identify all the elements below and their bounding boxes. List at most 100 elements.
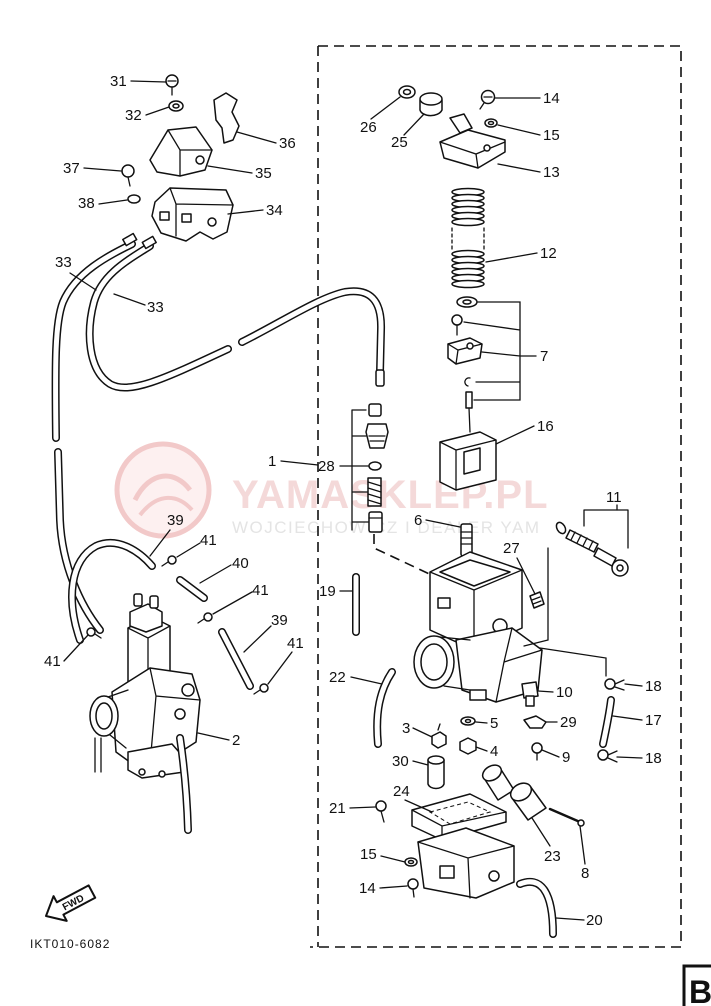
callout-label: 17 [645,712,662,729]
callout-label: 16 [537,418,554,435]
callout-label: 19 [319,583,336,600]
callout-38: 38 [78,195,128,212]
carburetor-body [413,547,607,703]
hose-clip-18 [597,749,618,763]
section-tab-label: B [689,974,711,1006]
watermark-logo [114,441,212,539]
callout-25: 25 [391,113,425,151]
callout-label: 15 [543,127,560,144]
callout-10: 10 [537,684,573,701]
callout-label: 35 [255,165,272,182]
idle-screw-set-11 [555,509,629,577]
callout-6: 6 [414,512,461,529]
hose-39-lower [222,632,250,686]
drawing-code: IKT010-6082 [30,937,110,951]
callout-16: 16 [495,418,554,445]
bolt-31 [165,74,179,96]
callout-label: 29 [560,714,577,731]
carburetor-assembly-2 [89,593,201,830]
callout-29: 29 [545,714,577,731]
callout-label: 25 [391,134,408,151]
callout-13: 13 [497,163,560,181]
callout-label: 3 [402,720,410,737]
callout-37: 37 [63,160,122,177]
float-23 [481,764,547,821]
callout-label: 12 [540,245,557,262]
washer-38 [127,194,141,204]
callout-34: 34 [227,202,283,219]
callout-11: 11 [606,489,622,511]
watermark: YAMASKLEP.PL WOJCIECHOWICZ I DEALER YAM [114,441,548,539]
callout-label: 28 [318,458,335,475]
callout-label: 41 [44,653,61,670]
callout-label: 7 [540,348,548,365]
callout-label: 41 [200,532,217,549]
hose-clip-41 [86,627,102,639]
callout-label: 10 [556,684,573,701]
float-bowl [417,827,515,899]
washer-15 [404,857,418,867]
cap-30 [427,755,445,790]
callout-label: 18 [645,678,662,695]
callout-label: 2 [232,732,240,749]
clip-36 [213,92,240,144]
washer-26 [398,85,416,99]
callout-label: 36 [279,135,296,152]
callout-14: 14 [494,90,560,107]
cable-end-fittings [122,232,157,250]
callout-8: 8 [579,825,589,882]
callout-label: 13 [543,164,560,181]
fwd-arrow-icon: FWD [45,884,97,922]
hose-clip-41 [197,612,213,624]
callout-label: 18 [645,750,662,767]
callout-40: 40 [199,555,249,584]
callout-5: 5 [475,715,498,732]
callout-label: 27 [503,540,520,557]
callout-label: 1 [268,453,276,470]
hose-17 [603,700,611,744]
callout-label: 40 [232,555,249,572]
assembly-guide-line [373,534,439,579]
callout-3: 3 [402,720,433,738]
callout-26: 26 [360,96,401,136]
callout-label: 6 [414,512,422,529]
callout-label: 20 [586,912,603,929]
callout-label: 23 [544,848,561,865]
throttle-slide-16 [439,431,497,491]
washer-15 [484,118,498,128]
float-pin-8 [548,807,585,827]
callout-label: 24 [393,783,410,800]
bolt-37 [121,164,135,187]
callout-label: 41 [252,582,269,599]
callout-41: 41 [176,532,217,558]
callout-27: 27 [503,540,536,595]
callout-label: 39 [167,512,184,529]
callout-21: 21 [329,800,376,817]
watermark-tagline: WOJCIECHOWICZ I DEALER YAM [232,518,541,537]
callout-15: 15 [497,124,560,144]
nut-4 [459,737,477,755]
washer-5 [460,716,476,726]
screw-9 [531,742,543,761]
callout-18: 18 [624,678,662,695]
callout-35: 35 [207,165,272,182]
callout-2: 2 [197,732,240,749]
hose-clip-18 [604,678,625,691]
starter-plunger-set-28 [351,403,389,533]
screw-21 [375,800,387,823]
clip-29 [523,715,547,729]
callout-22: 22 [329,669,383,686]
callout-15: 15 [360,846,406,863]
hose-20 [520,882,553,934]
needle-set-7 [447,296,521,433]
callout-23: 23 [531,817,561,865]
carburetor-cap-13 [439,113,506,169]
callout-label: 41 [287,635,304,652]
gasket-24 [411,793,507,841]
callout-1: 1 [268,453,319,470]
plug-3 [431,723,447,749]
callout-label: 4 [490,743,498,760]
hose-clip-41 [161,555,177,567]
throttle-spring-12 [451,187,485,289]
